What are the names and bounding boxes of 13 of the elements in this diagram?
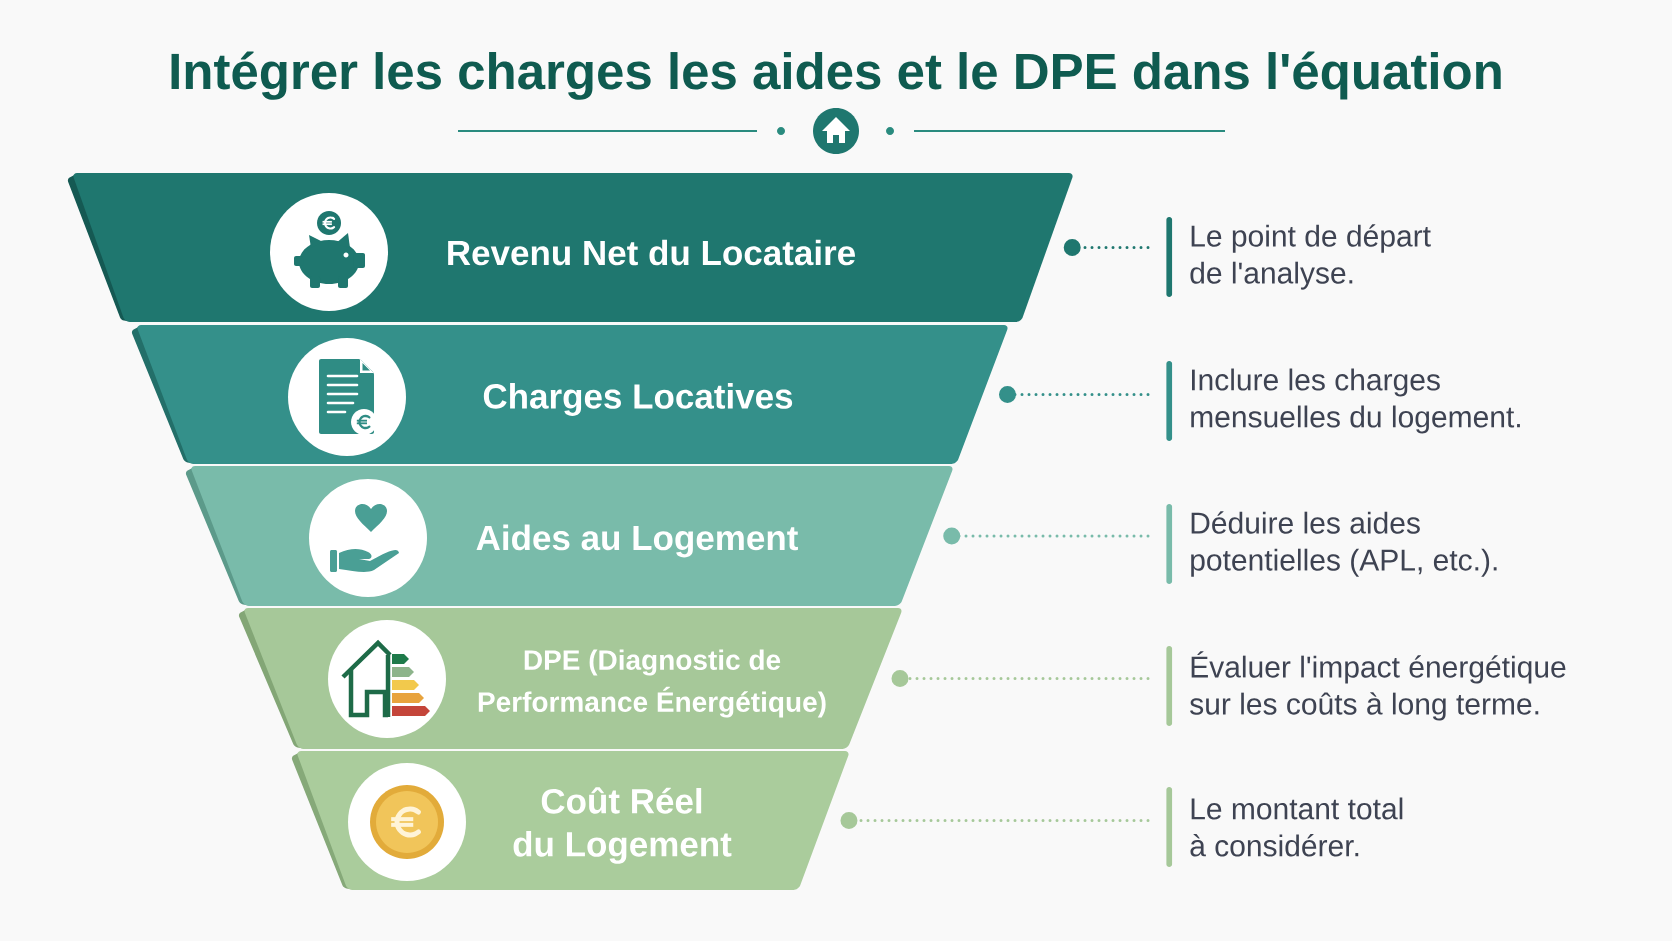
node-label: DPE (Diagnostic de Performance Énergétique) bbox=[478, 649, 826, 718]
description-text: Le point de départ de l'analyse. bbox=[1166, 217, 1431, 297]
title: Intégrer les charges les aides et le DPE dans l'équation bbox=[171, 51, 1501, 100]
description-text: Évaluer l'impact énergétique sur les coûts à long terme. bbox=[1166, 646, 1566, 726]
description-text: Inclure les charges mensuelles du logement. bbox=[1166, 361, 1520, 441]
leader-line bbox=[943, 527, 1150, 545]
leader-line bbox=[891, 670, 1150, 687]
description-text: Le montant total à considérer. bbox=[1166, 787, 1403, 867]
leader-line bbox=[999, 386, 1150, 403]
leader-line bbox=[1063, 239, 1150, 256]
leader-line bbox=[840, 812, 1150, 829]
node-label: Coût Réel du Logement bbox=[513, 787, 732, 864]
description-text: Déduire les aides potentielles (APL, etc.). bbox=[1166, 504, 1497, 584]
